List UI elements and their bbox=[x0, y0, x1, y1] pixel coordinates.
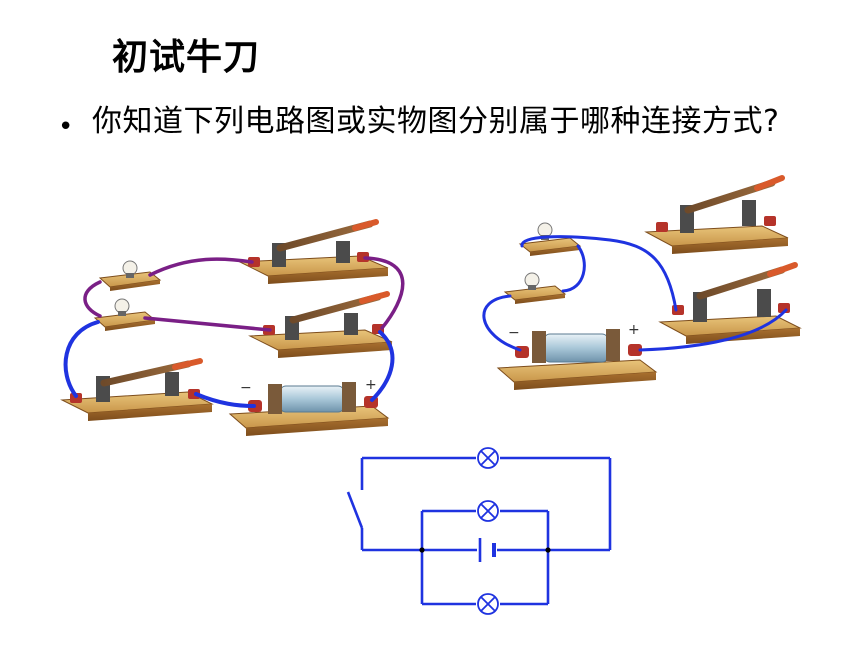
left-physical-circuit: − + bbox=[60, 219, 405, 436]
slide-title: 初试牛刀 bbox=[112, 37, 261, 78]
minus-label: − bbox=[508, 325, 520, 341]
lamp-symbol bbox=[477, 447, 499, 469]
wires bbox=[63, 256, 405, 408]
battery: − + bbox=[496, 322, 658, 390]
switch-symbol bbox=[346, 491, 364, 529]
battery: − + bbox=[228, 377, 390, 436]
right-physical-circuit: − + bbox=[482, 175, 802, 390]
bulb-holder bbox=[503, 272, 567, 304]
minus-label: − bbox=[240, 380, 252, 396]
circuit-schematic bbox=[346, 447, 612, 615]
wires bbox=[482, 235, 788, 352]
knife-switch bbox=[658, 262, 802, 344]
lamp-symbol bbox=[477, 593, 499, 615]
knife-switch bbox=[60, 358, 214, 421]
bullet-question: 你知道下列电路图或实物图分别属于哪种连接方式? bbox=[92, 104, 780, 139]
plus-label: + bbox=[628, 322, 640, 338]
bulb-holder bbox=[93, 298, 157, 331]
knife-switch bbox=[248, 291, 393, 358]
junction-dot bbox=[419, 547, 425, 553]
junction-dot bbox=[545, 547, 551, 553]
bulb-holder bbox=[98, 260, 162, 291]
plus-label: + bbox=[365, 377, 377, 393]
knife-switch bbox=[238, 219, 389, 284]
lamp-symbol bbox=[477, 500, 499, 522]
knife-switch bbox=[644, 175, 789, 254]
bulb-holder bbox=[518, 222, 582, 256]
bullet-dot: • bbox=[58, 112, 74, 142]
